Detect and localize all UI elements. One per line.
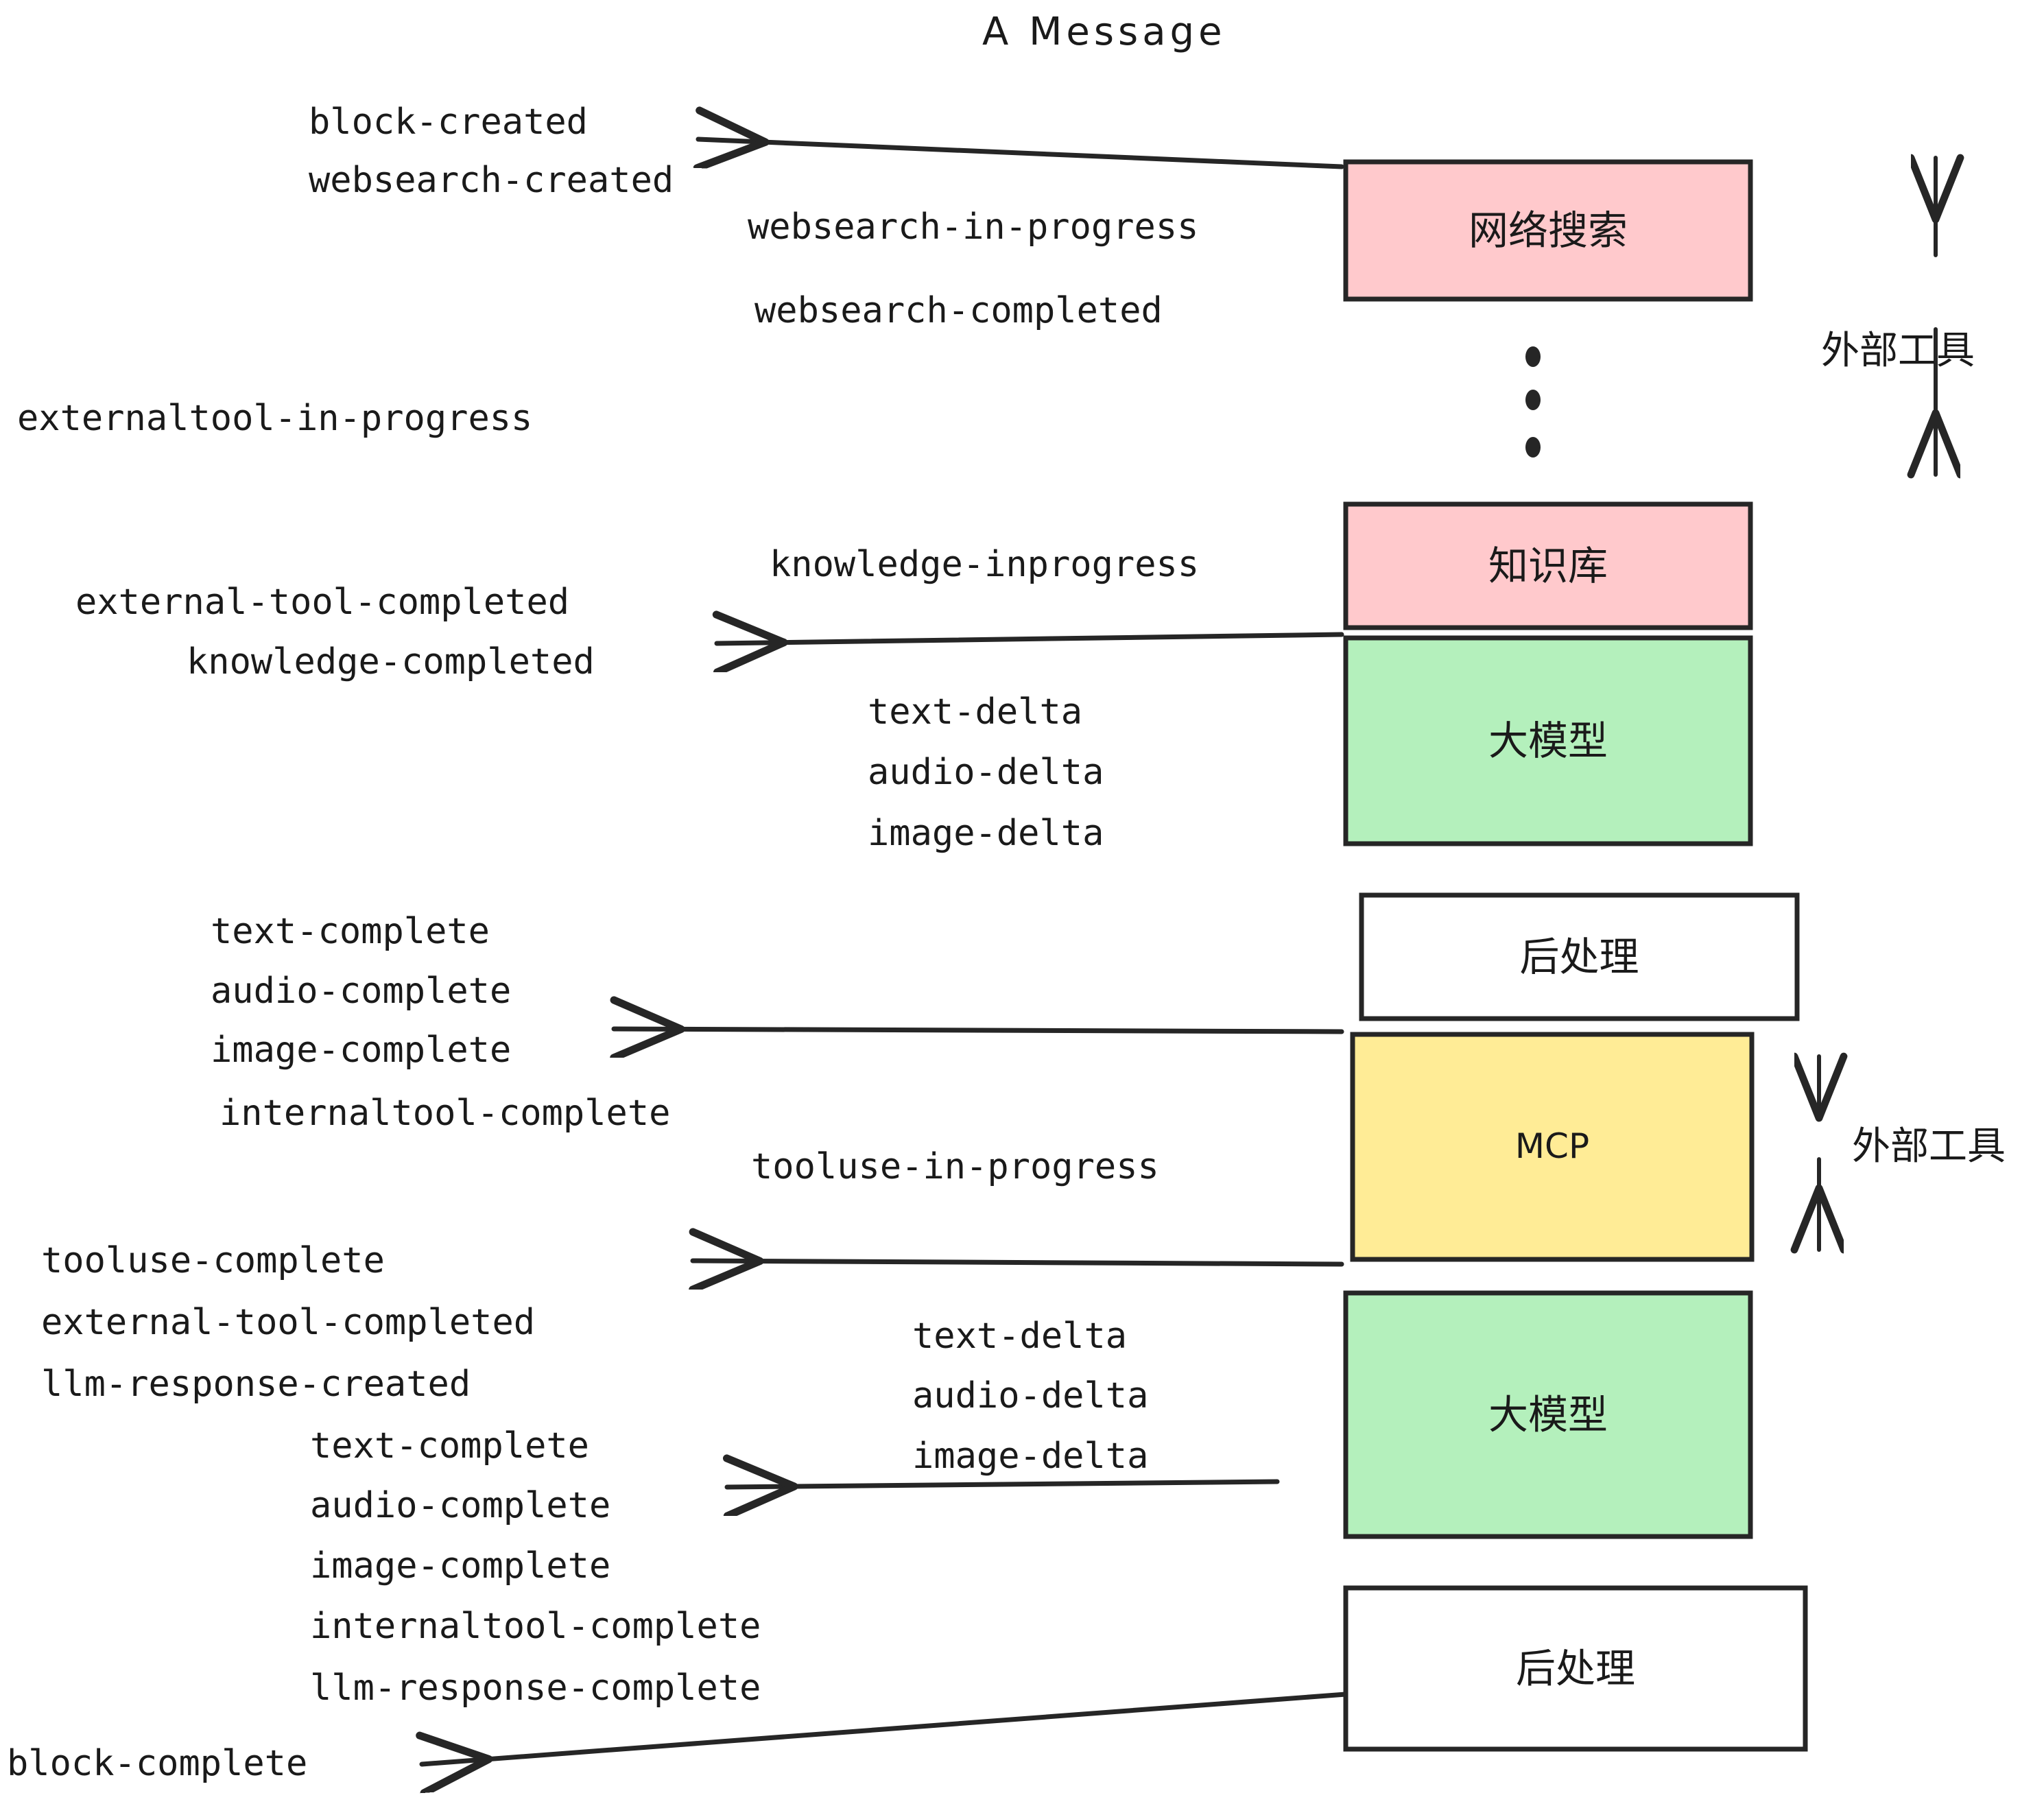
event-tooluse-complete: tooluse-complete	[41, 1240, 385, 1281]
event-websearch-in-progress: websearch-in-progress	[748, 206, 1198, 248]
event-websearch-created: websearch-created	[309, 160, 674, 201]
event-internaltool-complete-2: internaltool-complete	[310, 1606, 761, 1647]
box-postprocess-bot: 后处理	[1343, 1585, 1808, 1752]
arrow-llm-to-audiocomplete	[727, 1482, 1280, 1487]
event-image-complete-1: image-complete	[211, 1030, 511, 1071]
box-websearch: 网络搜索	[1343, 159, 1753, 302]
box-label-postprocess-bot: 后处理	[1516, 1646, 1635, 1692]
box-mcp: MCP	[1350, 1032, 1755, 1262]
event-websearch-completed: websearch-completed	[754, 290, 1163, 331]
event-block-created: block-created	[309, 102, 588, 143]
arrow-mcp-to-imagecomplete	[614, 1029, 1344, 1032]
event-internaltool-complete-1: internaltool-complete	[219, 1093, 670, 1134]
box-rect-llm-top	[1343, 635, 1753, 846]
box-rect-knowledge	[1343, 501, 1753, 630]
vertical-ellipsis-dots	[1525, 346, 1541, 458]
event-llm-response-complete: llm-response-complete	[310, 1667, 761, 1709]
event-text-complete-2: text-complete	[310, 1425, 589, 1467]
ellipsis-dot-2	[1525, 390, 1541, 410]
event-tooluse-in-progress: tooluse-in-progress	[751, 1146, 1159, 1187]
box-label-knowledge: 知识库	[1488, 543, 1608, 589]
box-label-llm-top: 大模型	[1488, 717, 1608, 764]
arrow-knowledge-to-completed	[717, 634, 1344, 643]
box-rect-mcp	[1350, 1032, 1755, 1262]
event-externaltool-in-progress: externaltool-in-progress	[17, 398, 532, 439]
box-rect-websearch	[1343, 159, 1753, 302]
event-block-complete: block-complete	[7, 1743, 307, 1784]
side-label-external-tools-top: 外部工具	[1821, 329, 1975, 373]
box-llm-top: 大模型	[1343, 635, 1753, 846]
event-audio-delta-2: audio-delta	[912, 1375, 1148, 1416]
event-audio-complete-2: audio-complete	[310, 1485, 610, 1526]
side-label-external-tools-bottom: 外部工具	[1852, 1124, 2006, 1169]
event-knowledge-completed: knowledge-completed	[187, 641, 595, 683]
event-knowledge-inprogress: knowledge-inprogress	[770, 544, 1199, 585]
box-label-llm-bottom: 大模型	[1488, 1392, 1608, 1438]
box-rect-postprocess-bot	[1343, 1585, 1808, 1752]
box-knowledge: 知识库	[1343, 501, 1753, 630]
page-title: A Message	[982, 10, 1226, 54]
ellipsis-dot-1	[1525, 346, 1541, 367]
box-label-mcp: MCP	[1515, 1126, 1589, 1166]
event-external-tool-completed-1: external-tool-completed	[75, 582, 569, 623]
box-llm-bottom: 大模型	[1343, 1290, 1753, 1539]
box-label-websearch: 网络搜索	[1469, 207, 1628, 254]
scope-range-arrows	[1819, 158, 1936, 1250]
box-label-postprocess-top: 后处理	[1519, 934, 1639, 980]
event-image-delta-1: image-delta	[868, 813, 1104, 854]
event-labels: block-created websearch-created websearch-…	[7, 102, 1199, 1784]
event-text-complete-1: text-complete	[211, 911, 490, 952]
arrow-postprocess-to-blockcomplete	[422, 1692, 1348, 1764]
event-text-delta-1: text-delta	[868, 691, 1082, 733]
box-rect-postprocess-top	[1359, 892, 1800, 1021]
arrow-websearch-to-blockcreated	[698, 139, 1344, 167]
ellipsis-dot-3	[1525, 437, 1541, 458]
event-image-delta-2: image-delta	[912, 1436, 1148, 1477]
event-image-complete-2: image-complete	[310, 1545, 610, 1587]
event-arrows	[422, 139, 1348, 1764]
box-rect-llm-bottom	[1343, 1290, 1753, 1539]
event-audio-delta-1: audio-delta	[868, 752, 1104, 793]
box-postprocess-top: 后处理	[1359, 892, 1800, 1021]
event-text-delta-2: text-delta	[912, 1316, 1127, 1357]
event-external-tool-completed-2: external-tool-completed	[41, 1302, 535, 1343]
event-llm-response-created: llm-response-created	[41, 1364, 471, 1405]
event-audio-complete-1: audio-complete	[211, 971, 511, 1012]
arrow-mcp-to-tooluse	[693, 1261, 1344, 1264]
